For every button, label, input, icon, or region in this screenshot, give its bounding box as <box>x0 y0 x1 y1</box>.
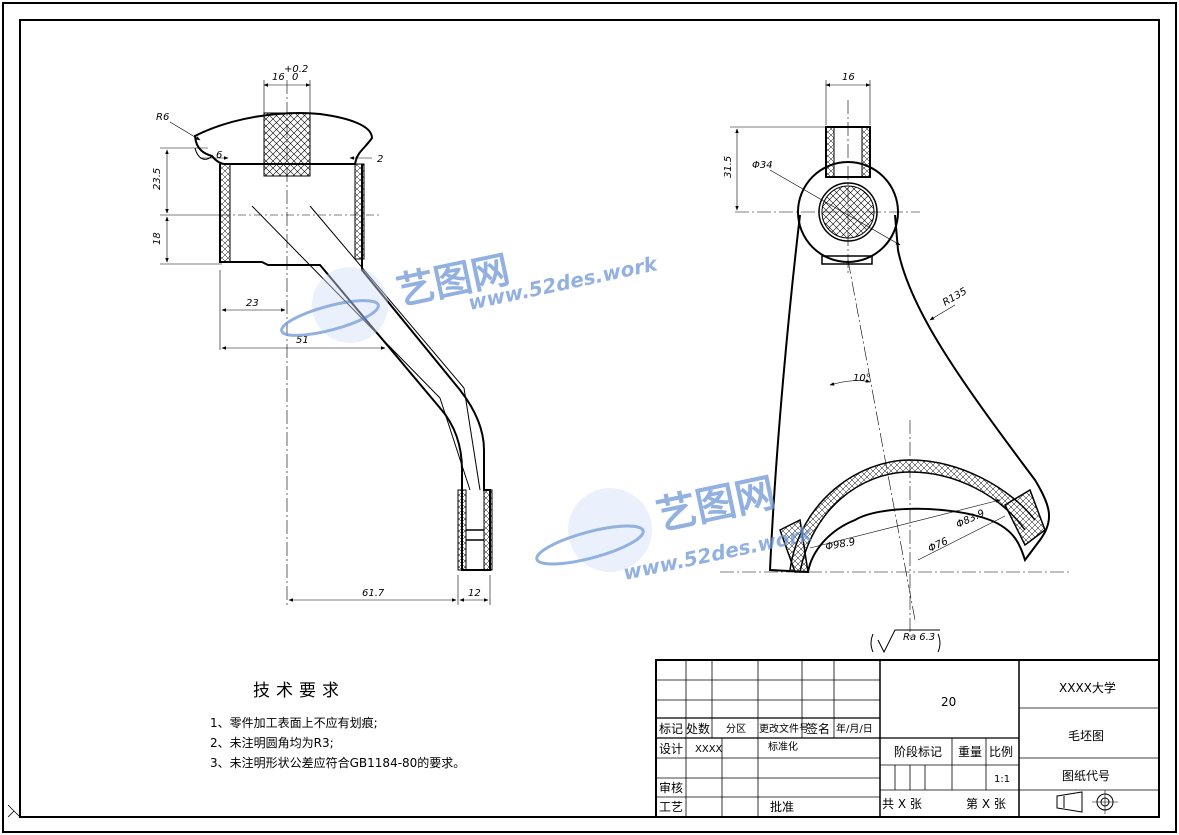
corner-mark-icon <box>7 804 21 818</box>
svg-text:年/月/日: 年/月/日 <box>836 722 873 735</box>
svg-text:处数: 处数 <box>686 721 710 736</box>
svg-text:艺图网: 艺图网 <box>653 470 780 540</box>
tech-requirements: 技术要求 1、零件加工表面上不应有划痕; 2、未注明圆角均为R3; 3、未注明形… <box>210 681 465 770</box>
svg-text:1:1: 1:1 <box>994 774 1010 785</box>
svg-text:23: 23 <box>246 298 259 309</box>
svg-text:2: 2 <box>377 154 383 165</box>
svg-text:审核: 审核 <box>659 780 683 795</box>
svg-text:0: 0 <box>292 72 298 83</box>
title-block-text: 标记 处数 分区 更改文件号 签名 年/月/日 设计 XXXX 标准化 审核 工… <box>659 680 1116 814</box>
svg-text:23.5: 23.5 <box>152 168 163 190</box>
svg-text:阶段标记: 阶段标记 <box>894 744 942 759</box>
tech-req-item: 3、未注明形状公差应符合GB1184-80的要求。 <box>210 755 465 770</box>
svg-text:工艺: 工艺 <box>659 800 683 814</box>
svg-text:批准: 批准 <box>770 799 794 814</box>
left-view-dim-text: 16 +0.2 0 R6 6 2 23.5 18 23 51 61.7 12 <box>152 64 481 599</box>
left-view <box>160 80 493 605</box>
svg-text:16: 16 <box>842 72 855 83</box>
svg-text:61.7: 61.7 <box>362 588 385 599</box>
svg-text:12: 12 <box>468 588 481 599</box>
tech-req-item: 2、未注明圆角均为R3; <box>210 735 334 750</box>
inner-border <box>19 19 1160 818</box>
svg-text:R6: R6 <box>156 112 169 123</box>
svg-text:分区: 分区 <box>726 723 746 735</box>
svg-text:重量: 重量 <box>958 745 982 759</box>
svg-text:16: 16 <box>272 72 285 83</box>
tech-requirements-title: 技术要求 <box>253 681 345 701</box>
svg-text:毛坯图: 毛坯图 <box>1068 729 1104 743</box>
svg-text:18: 18 <box>152 232 163 245</box>
right-view <box>720 80 1070 654</box>
svg-text:XXXX大学: XXXX大学 <box>1059 680 1116 695</box>
svg-text:Ra 6.3: Ra 6.3 <box>903 632 935 643</box>
svg-text:设计: 设计 <box>659 742 683 756</box>
svg-text:6: 6 <box>216 150 222 161</box>
svg-text:共 X 张: 共 X 张 <box>882 797 922 811</box>
svg-text:10°: 10° <box>853 373 871 384</box>
svg-text:标准化: 标准化 <box>768 740 798 753</box>
svg-text:Φ76: Φ76 <box>927 536 950 555</box>
svg-text:20: 20 <box>941 695 956 709</box>
svg-text:Φ98.9: Φ98.9 <box>825 537 857 553</box>
svg-text:XXXX: XXXX <box>695 744 723 755</box>
svg-text:标记: 标记 <box>659 722 683 736</box>
svg-text:第 X 张: 第 X 张 <box>966 797 1006 811</box>
svg-text:51: 51 <box>296 335 309 346</box>
watermark: 艺图网 www.52des.work 艺图网 www.52des.work <box>280 247 816 585</box>
title-block <box>655 659 1160 818</box>
projection-symbol-icon <box>1056 791 1083 813</box>
svg-text:签名: 签名 <box>806 721 830 736</box>
svg-text:31.5: 31.5 <box>723 156 734 178</box>
svg-text:更改文件号: 更改文件号 <box>759 722 809 735</box>
svg-text:+0.2: +0.2 <box>284 64 308 75</box>
svg-text:图纸代号: 图纸代号 <box>1062 769 1110 783</box>
svg-text:比例: 比例 <box>989 745 1013 759</box>
svg-text:Φ34: Φ34 <box>752 160 773 171</box>
tech-req-item: 1、零件加工表面上不应有划痕; <box>210 715 378 730</box>
